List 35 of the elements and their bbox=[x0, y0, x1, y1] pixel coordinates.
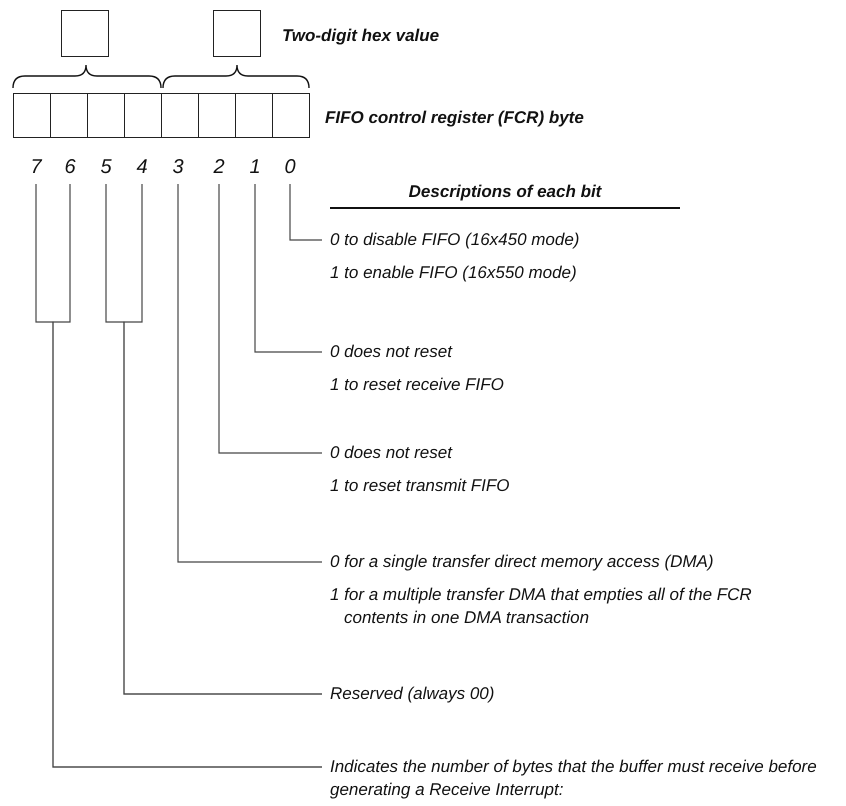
bit-description: 0 does not reset bbox=[330, 341, 452, 363]
bit-description: 0 does not reset bbox=[330, 442, 452, 464]
bit-description: 1 to enable FIFO (16x550 mode) bbox=[330, 262, 577, 284]
bit-number: 5 bbox=[96, 154, 116, 180]
bit-description: 0 to disable FIFO (16x450 mode) bbox=[330, 229, 580, 251]
bit-description: Reserved (always 00) bbox=[330, 683, 494, 705]
bit-cell bbox=[87, 93, 125, 138]
leader-line bbox=[254, 184, 322, 353]
hex-digit-box bbox=[61, 10, 109, 57]
bit-number: 7 bbox=[26, 154, 46, 180]
section-heading: Descriptions of each bit bbox=[330, 180, 680, 209]
bit-number: 2 bbox=[209, 154, 229, 180]
bit-number: 3 bbox=[168, 154, 188, 180]
bit-description: 1 to reset transmit FIFO bbox=[330, 475, 510, 497]
bit-description: 0 for a single transfer direct memory access (DMA) bbox=[330, 551, 714, 573]
bit-description: 1 for a multiple transfer DMA that empties all of the FCR contents in one DMA transaction bbox=[330, 584, 753, 629]
caption-text: Two-digit hex value bbox=[282, 25, 440, 47]
bit-cell bbox=[124, 93, 162, 138]
bit-number: 6 bbox=[60, 154, 80, 180]
bit-cell bbox=[198, 93, 236, 138]
hex-digit-box bbox=[213, 10, 261, 57]
leader-line bbox=[218, 184, 322, 454]
bit-number: 4 bbox=[132, 154, 152, 180]
bit-cell bbox=[235, 93, 273, 138]
caption-text: FIFO control register (FCR) byte bbox=[325, 107, 585, 129]
bit-description: 1 to reset receive FIFO bbox=[330, 374, 504, 396]
bit-cell bbox=[13, 93, 51, 138]
bit-description: Indicates the number of bytes that the buffer must receive before generating a Receive Interrupt: bbox=[330, 756, 818, 801]
bit-cell bbox=[272, 93, 310, 138]
bit-number: 1 bbox=[245, 154, 265, 180]
leader-line bbox=[177, 184, 322, 563]
leader-line bbox=[289, 184, 322, 241]
bit-cell bbox=[50, 93, 88, 138]
bit-number: 0 bbox=[280, 154, 300, 180]
bit-cell bbox=[161, 93, 199, 138]
